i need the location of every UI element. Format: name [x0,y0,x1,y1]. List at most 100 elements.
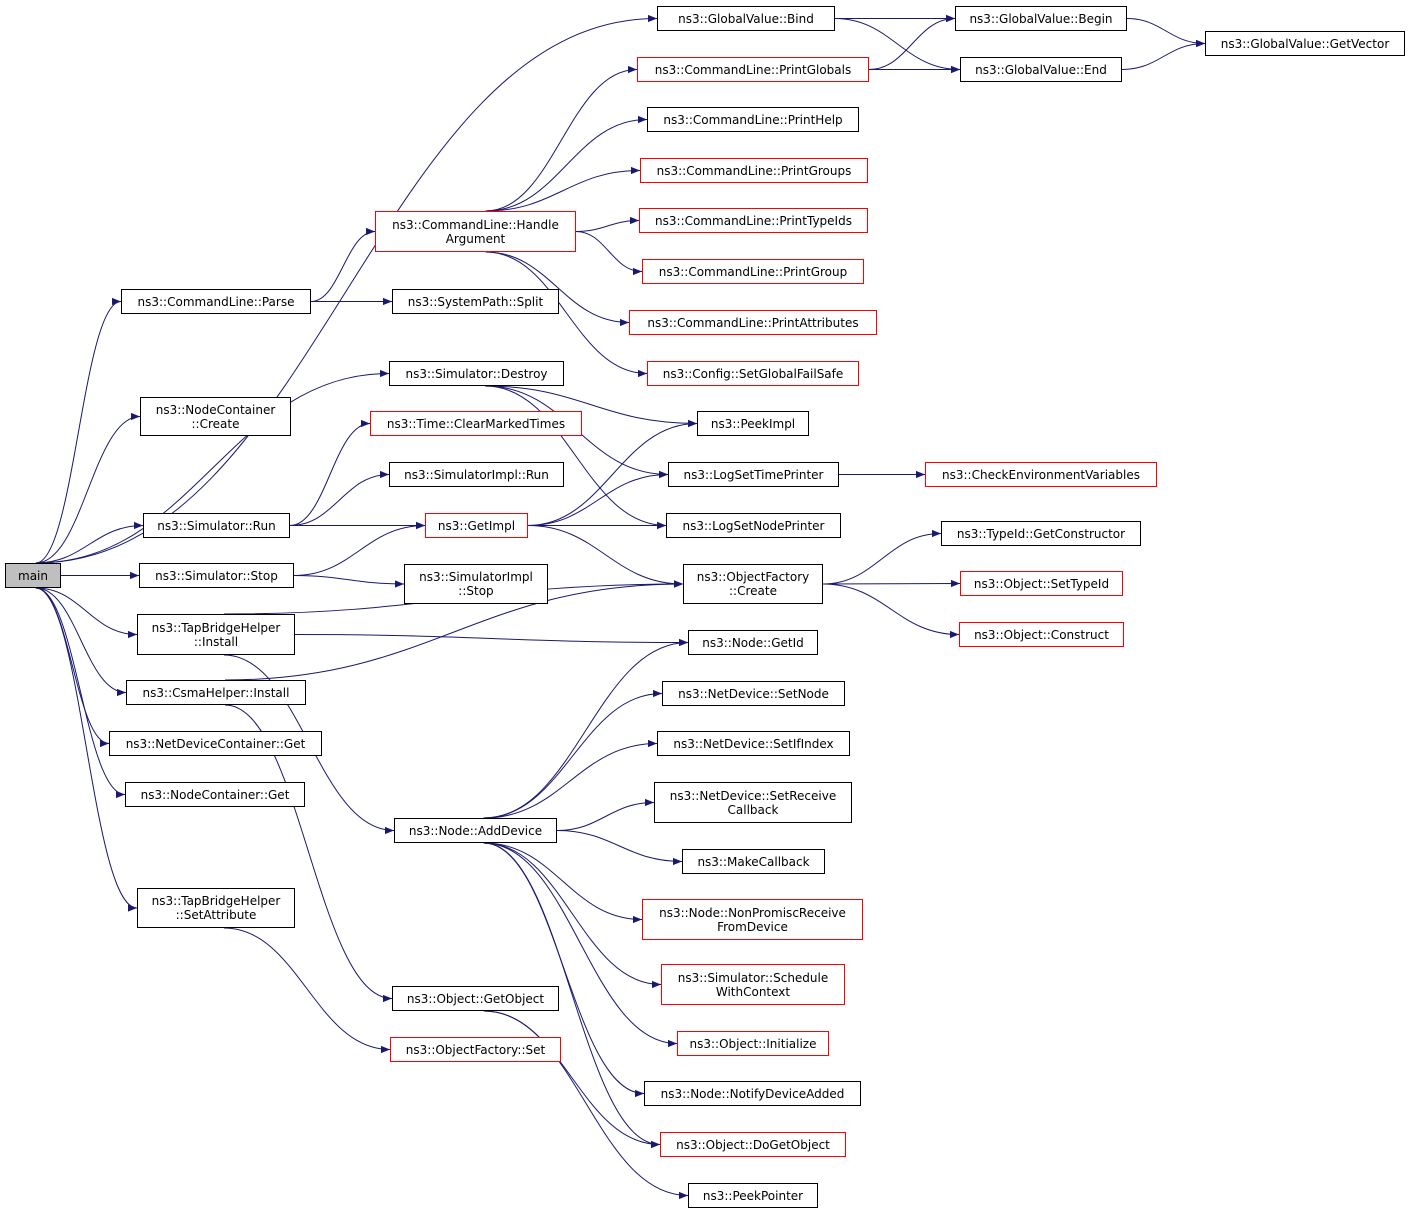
node-global-value-get-vector[interactable]: ns3::GlobalValue::GetVector [1205,31,1405,56]
edge-sim_run-to-time_clearmarked [289,419,371,526]
edge-tbh_install-to-node_getid [294,634,689,647]
node-object-do-get-object[interactable]: ns3::Object::DoGetObject [660,1132,846,1157]
edge-main-to-tbh_setattribute [35,587,138,912]
node-log-set-time-printer[interactable]: ns3::LogSetTimePrinter [668,462,839,487]
node-net-device-set-node[interactable]: ns3::NetDevice::SetNode [662,681,845,706]
node-command-line-parse[interactable]: ns3::CommandLine::Parse [121,289,311,314]
node-node-container-create[interactable]: ns3::NodeContainer ::Create [140,397,291,436]
edge-getimpl-to-of_create [527,525,684,588]
edge-cl_handlearg-to-cl_printtypeids [575,216,640,232]
node-simulator-schedule-with-context[interactable]: ns3::Simulator::Schedule WithContext [661,964,845,1005]
node-log-set-node-printer[interactable]: ns3::LogSetNodePrinter [666,513,841,538]
node-simulator-run[interactable]: ns3::Simulator::Run [143,513,290,538]
node-command-line-print-groups[interactable]: ns3::CommandLine::PrintGroups [640,158,868,183]
node-check-environment-variables[interactable]: ns3::CheckEnvironmentVariables [925,462,1157,487]
edge-gv_end-to-gv_getvector [1121,39,1206,70]
edge-tbh_setattribute-to-of_set [223,927,391,1054]
edge-main-to-csma_install [35,587,127,697]
edge-sim_destroy-to-logsetnodeprinter [485,385,667,530]
edge-csma_install-to-of_create [224,580,684,681]
node-get-impl[interactable]: ns3::GetImpl [425,513,528,538]
node-global-value-bind[interactable]: ns3::GlobalValue::Bind [657,6,835,31]
edge-cl_handlearg-to-cl_printgroups [485,166,641,212]
edge-cl_handlearg-to-cl_printgroup [575,231,643,276]
edge-node_adddevice-to-nd_setreceivecb [556,798,655,831]
node-net-device-container-get[interactable]: ns3::NetDeviceContainer::Get [109,731,322,756]
node-object-initialize[interactable]: ns3::Object::Initialize [677,1031,829,1056]
node-net-device-set-if-index[interactable]: ns3::NetDevice::SetIfIndex [657,731,850,756]
node-node-notify-device-added[interactable]: ns3::Node::NotifyDeviceAdded [644,1081,861,1106]
node-global-value-end[interactable]: ns3::GlobalValue::End [960,57,1122,82]
node-config-set-global-fail-safe[interactable]: ns3::Config::SetGlobalFailSafe [647,361,859,386]
node-node-container-get[interactable]: ns3::NodeContainer::Get [125,782,305,807]
node-time-clear-marked-times[interactable]: ns3::Time::ClearMarkedTimes [370,411,582,436]
edge-main-to-tbh_install [35,587,138,639]
edge-node_adddevice-to-node_getid [483,638,689,819]
node-object-set-type-id[interactable]: ns3::Object::SetTypeId [960,571,1123,596]
node-type-id-get-constructor[interactable]: ns3::TypeId::GetConstructor [941,521,1141,546]
node-simulator-destroy[interactable]: ns3::Simulator::Destroy [389,361,564,386]
edge-cl_handlearg-to-cl_printglobals [485,65,638,212]
edge-of_create-to-typeid_getctor [822,529,942,585]
edge-cl_handlearg-to-cl_printhelp [485,115,648,212]
node-object-factory-create[interactable]: ns3::ObjectFactory ::Create [683,564,823,604]
node-main[interactable]: main [5,563,61,588]
node-make-callback[interactable]: ns3::MakeCallback [682,849,825,874]
edge-of_create-to-obj_settypeid [822,579,961,588]
edge-sim_stop-to-simimpl_stop [293,575,405,588]
edge-main-to-nc_create [35,412,141,564]
node-net-device-set-receive-callback[interactable]: ns3::NetDevice::SetReceive Callback [654,782,852,823]
edge-node_adddevice-to-nd_setifindex [483,739,658,819]
edge-main-to-ndc_get [35,587,110,748]
node-simulator-impl-run[interactable]: ns3::SimulatorImpl::Run [389,462,564,487]
edge-node_adddevice-to-obj_initialize [483,842,678,1048]
edge-gv_bind-to-gv_end [834,18,961,74]
node-simulator-impl-stop[interactable]: ns3::SimulatorImpl ::Stop [404,564,548,604]
node-object-factory-set[interactable]: ns3::ObjectFactory::Set [390,1037,561,1062]
node-tap-bridge-helper-set-attribute[interactable]: ns3::TapBridgeHelper ::SetAttribute [137,888,295,928]
edge-main-to-cl_parse [35,297,122,564]
node-command-line-print-help[interactable]: ns3::CommandLine::PrintHelp [647,107,859,132]
node-node-non-promisc-receive-from-device[interactable]: ns3::Node::NonPromiscReceive FromDevice [642,899,863,940]
edge-cl_printglobals-to-gv_begin [868,14,956,70]
node-object-construct[interactable]: ns3::Object::Construct [959,622,1124,647]
edge-obj_getobject-to-obj_dogetobject [483,1010,661,1149]
node-node-add-device[interactable]: ns3::Node::AddDevice [394,818,557,843]
node-command-line-print-group[interactable]: ns3::CommandLine::PrintGroup [642,259,864,284]
edge-main-to-sim_run [35,521,144,564]
edge-main-to-nc_get [35,587,126,799]
node-system-path-split[interactable]: ns3::SystemPath::Split [392,289,559,314]
edge-obj_getobject-to-peekpointer [483,1010,689,1200]
edge-sim_destroy-to-peekimpl [485,385,698,428]
node-object-get-object[interactable]: ns3::Object::GetObject [392,986,559,1011]
edge-cl_parse-to-cl_handlearg [310,227,376,302]
node-command-line-print-type-ids[interactable]: ns3::CommandLine::PrintTypeIds [639,208,868,233]
edge-main-to-sim_destroy [35,369,390,564]
edge-of_create-to-obj_construct [822,583,960,639]
node-csma-helper-install[interactable]: ns3::CsmaHelper::Install [126,680,306,705]
edge-node_adddevice-to-nd_setnode [483,689,663,819]
node-peek-impl[interactable]: ns3::PeekImpl [697,411,809,436]
edge-getimpl-to-logsettimeprinter [527,470,669,526]
node-command-line-print-globals[interactable]: ns3::CommandLine::PrintGlobals [637,57,869,82]
edge-node_adddevice-to-node_nonpromisc [483,842,643,924]
edge-node_adddevice-to-makecallback [556,830,683,866]
edge-node_adddevice-to-obj_dogetobject [483,842,661,1149]
node-global-value-begin[interactable]: ns3::GlobalValue::Begin [955,6,1127,31]
edge-node_adddevice-to-sim_schedulewithctx [483,842,662,989]
edge-csma_install-to-obj_getobject [224,704,393,1003]
edge-gv_begin-to-gv_getvector [1126,18,1206,48]
node-command-line-print-attributes[interactable]: ns3::CommandLine::PrintAttributes [629,310,877,335]
node-peek-pointer[interactable]: ns3::PeekPointer [688,1183,818,1208]
node-simulator-stop[interactable]: ns3::Simulator::Stop [139,563,294,588]
node-node-get-id[interactable]: ns3::Node::GetId [688,630,818,655]
edge-sim_run-to-simimpl_run [289,470,390,526]
edge-cl_handlearg-to-cl_printattributes [485,251,630,327]
edge-getimpl-to-peekimpl [527,419,698,526]
edge-sim_stop-to-getimpl [293,521,426,576]
node-command-line-handle-argument[interactable]: ns3::CommandLine::Handle Argument [375,211,576,252]
edge-cl_handlearg-to-cfg_setglobalfailsafe [485,251,648,378]
node-tap-bridge-helper-install[interactable]: ns3::TapBridgeHelper ::Install [137,614,295,655]
